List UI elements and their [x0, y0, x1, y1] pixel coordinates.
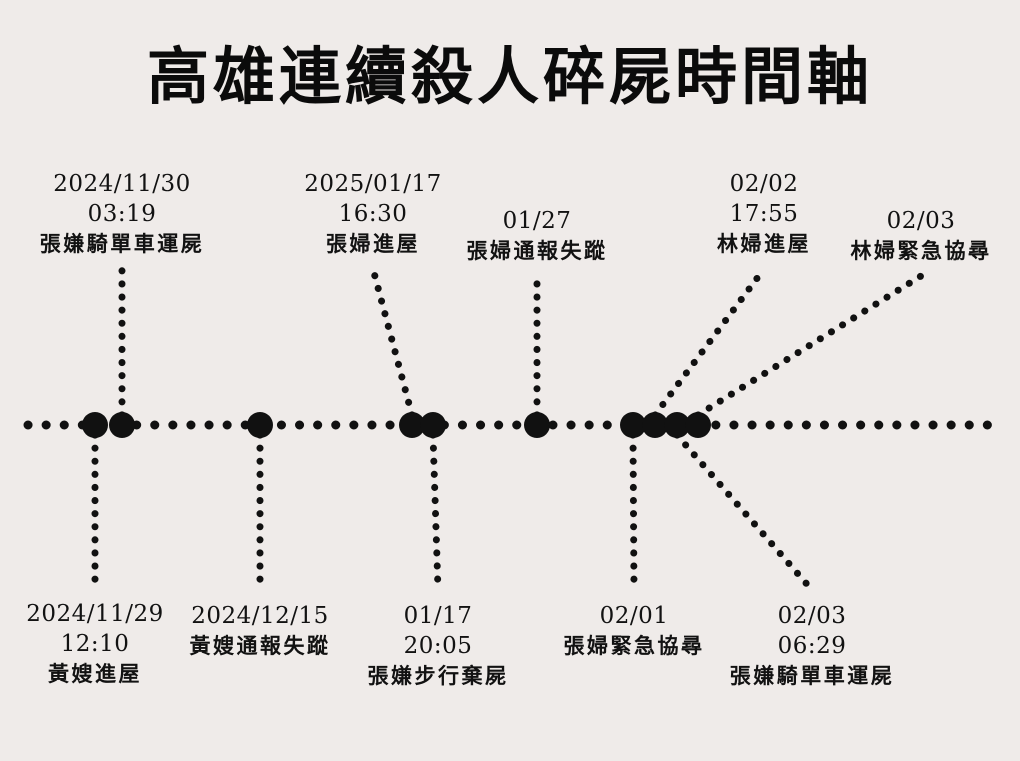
event-description: 張婦通報失蹤	[466, 237, 608, 263]
timeline-node[interactable]	[524, 412, 550, 438]
event-date: 2024/11/29	[26, 601, 164, 627]
page-title: 高雄連續殺人碎屍時間軸	[146, 40, 873, 113]
timeline-node[interactable]	[82, 412, 108, 438]
event-connector	[369, 265, 416, 419]
event-connector	[429, 431, 442, 594]
event-time: 06:29	[777, 632, 847, 659]
timeline-nodes	[82, 412, 711, 438]
event-time: 20:05	[403, 632, 473, 659]
timeline-event-label: 01/17 20:05 張嫌步行棄屍	[368, 602, 509, 689]
timeline-event-label: 02/03 06:29 張嫌騎單車運屍	[730, 602, 895, 689]
timeline-node[interactable]	[399, 412, 425, 438]
timeline-event-label: 02/01 張婦緊急協尋	[564, 602, 705, 659]
event-time: 17:55	[729, 200, 799, 227]
timeline-event-label: 01/27 張婦通報失蹤	[467, 207, 608, 264]
timeline-node[interactable]	[642, 412, 668, 438]
event-time: 16:30	[338, 200, 408, 227]
event-date: 02/01	[599, 603, 669, 629]
event-date: 02/03	[886, 208, 956, 234]
timeline-node[interactable]	[109, 412, 135, 438]
timeline-event-label: 2025/01/17 16:30 張婦進屋	[304, 170, 442, 257]
event-description: 黃嫂進屋	[47, 660, 142, 686]
timeline-connectors	[91, 265, 925, 594]
timeline-node[interactable]	[685, 412, 711, 438]
timeline-node[interactable]	[620, 412, 646, 438]
event-connector	[673, 431, 816, 594]
event-description: 林婦進屋	[717, 230, 811, 256]
timeline-event-label: 2024/12/15 黃嫂通報失蹤	[190, 602, 331, 659]
event-description: 張嫌騎單車運屍	[729, 662, 895, 688]
timeline-event-label: 2024/11/30 03:19 張嫌騎單車運屍	[40, 170, 205, 257]
event-description: 黃嫂通報失蹤	[189, 632, 331, 658]
event-connector	[629, 431, 638, 594]
event-date: 02/02	[729, 171, 799, 197]
event-description: 林婦緊急協尋	[850, 237, 992, 263]
event-date: 2025/01/17	[304, 171, 442, 197]
timeline-node[interactable]	[664, 412, 690, 438]
timeline-node[interactable]	[420, 412, 446, 438]
event-connector	[694, 272, 925, 419]
event-time: 12:10	[60, 630, 130, 657]
event-description: 張嫌騎單車運屍	[39, 230, 205, 256]
event-description: 張嫌步行棄屍	[367, 662, 509, 688]
event-connector	[651, 265, 768, 419]
timeline-event-label: 2024/11/29 12:10 黃嫂進屋	[26, 600, 164, 687]
timeline-event-label: 02/02 17:55 林婦進屋	[717, 170, 811, 257]
event-time: 03:19	[87, 200, 157, 227]
event-date: 02/03	[777, 603, 847, 629]
event-description: 張婦進屋	[325, 230, 420, 256]
timeline-node[interactable]	[247, 412, 273, 438]
timeline-event-label: 02/03 林婦緊急協尋	[851, 207, 992, 264]
event-date: 2024/12/15	[191, 603, 329, 629]
event-date: 2024/11/30	[53, 171, 191, 197]
event-description: 張婦緊急協尋	[563, 632, 705, 658]
event-date: 01/17	[403, 603, 473, 629]
event-date: 01/27	[502, 208, 572, 234]
